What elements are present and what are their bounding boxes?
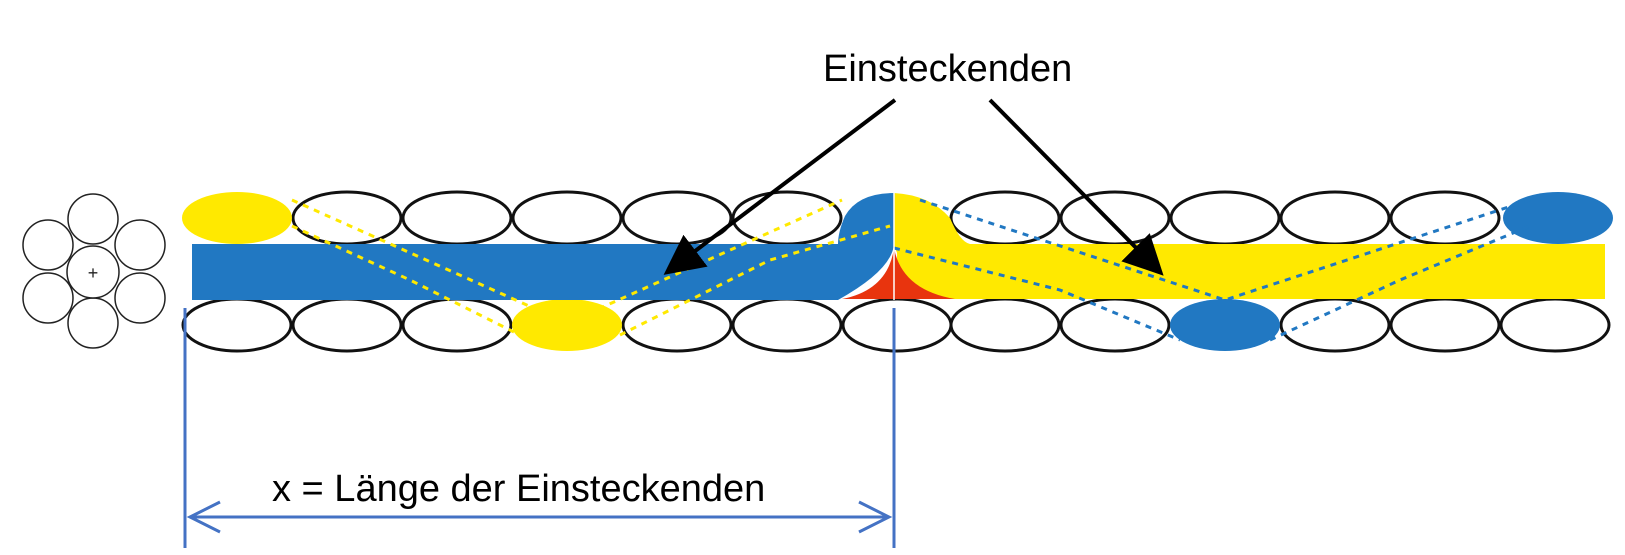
top-strand [949,190,1061,246]
dimension-arrow-right [858,500,893,534]
yellow-strand-tuck-in [894,193,970,299]
strand-circle [67,297,119,349]
arrow-to-yellow-end [988,98,1164,276]
top-strand [1169,190,1281,246]
center-plus: + [88,263,99,283]
rope-cross-section [22,193,166,349]
bottom-strand [1389,297,1501,353]
top-strand-yellow [182,192,292,244]
core-band-blue [192,244,838,300]
strand-circle [114,219,166,271]
top-strand [1279,190,1391,246]
top-strand [1059,190,1171,246]
bottom-strand [181,297,293,353]
bottom-strand [949,297,1061,353]
bottom-strand-yellow [512,299,622,351]
top-strand-blue [1503,192,1613,244]
top-strand [401,190,513,246]
dimension-arrow-left [186,500,221,534]
bottom-strand [841,297,953,353]
bottom-strand [1279,297,1391,353]
length-dimension [183,308,896,548]
bottom-strand [1059,297,1171,353]
bottom-strand [731,297,843,353]
top-strand [291,190,403,246]
bottom-strand-row [181,297,1611,353]
red-tuck-wedge [842,248,955,299]
strand-paths-yellow [291,198,891,337]
core-band-yellow [897,244,1605,299]
strand-circle [22,219,74,271]
top-strand [511,190,623,246]
strand-paths-blue [893,198,1531,342]
bottom-strand [1499,297,1611,353]
top-strand [1389,190,1501,246]
core-circle [66,245,120,299]
top-strand [731,190,843,246]
bottom-strand [291,297,403,353]
strand-circle [67,193,119,245]
einsteckenden-label: Einsteckenden [823,48,1073,90]
bottom-strand [401,297,513,353]
blue-strand-tuck-in [838,193,894,300]
arrow-to-blue-end [663,98,897,275]
strand-circle [22,272,74,324]
length-label: x = Länge der Einsteckenden [272,468,766,510]
strand-circle [114,272,166,324]
bottom-strand-blue [1170,299,1280,351]
